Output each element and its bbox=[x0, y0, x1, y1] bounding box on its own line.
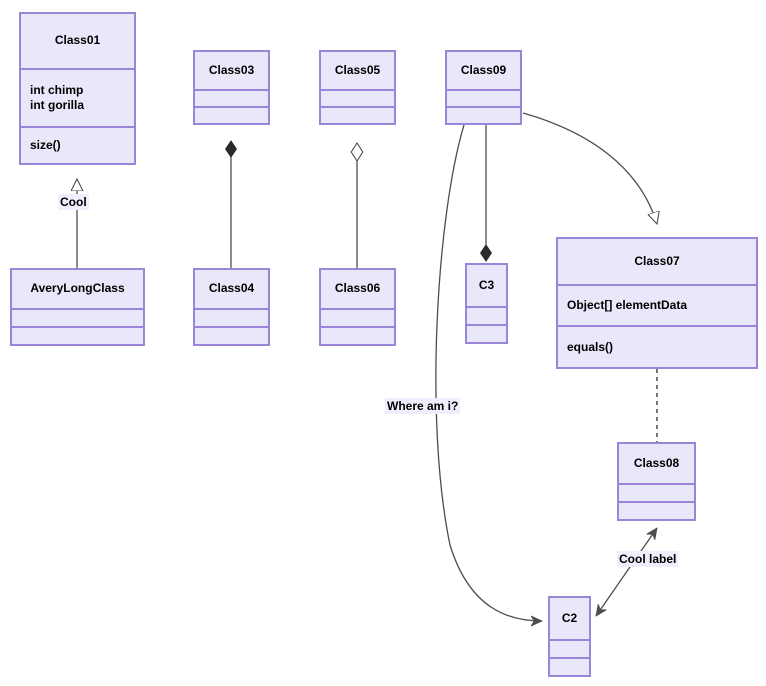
class-name-compartment: Class04 bbox=[195, 270, 268, 308]
class-attributes-compartment bbox=[447, 88, 520, 106]
class-box-averylongclass[interactable]: AveryLongClass bbox=[10, 268, 145, 346]
class-methods-compartment bbox=[619, 500, 694, 519]
association-line bbox=[435, 124, 542, 621]
class-name-compartment: Class06 bbox=[321, 270, 394, 308]
class-name: Class04 bbox=[208, 281, 255, 296]
class-methods-compartment bbox=[195, 325, 268, 344]
class-methods-compartment bbox=[12, 325, 143, 344]
class-name-compartment: Class05 bbox=[321, 52, 394, 89]
class-name: Class06 bbox=[334, 281, 381, 296]
class-attributes-compartment bbox=[12, 307, 143, 326]
class-name: Class05 bbox=[334, 62, 381, 77]
class-attributes-compartment bbox=[467, 305, 506, 324]
edge-label-cool-label[interactable]: Cool label bbox=[617, 551, 679, 567]
class-methods: size() bbox=[30, 137, 61, 152]
generalization-line bbox=[522, 112, 657, 224]
class-methods-compartment bbox=[550, 656, 589, 675]
class-name: AveryLongClass bbox=[30, 281, 125, 296]
class-name: C2 bbox=[561, 610, 578, 625]
class-attributes-compartment bbox=[195, 88, 268, 106]
class-name-compartment: Class07 bbox=[558, 239, 756, 284]
class-methods-compartment: size() bbox=[21, 125, 134, 163]
class-name: Class09 bbox=[460, 62, 507, 77]
class-name-compartment: C3 bbox=[467, 265, 506, 306]
class-box-class05[interactable]: Class05 bbox=[319, 50, 396, 125]
edge-label-cool[interactable]: Cool bbox=[58, 194, 89, 210]
class-box-class01[interactable]: Class01 int chimp int gorilla size() bbox=[19, 12, 136, 165]
class-name: Class01 bbox=[54, 33, 101, 48]
class-box-class06[interactable]: Class06 bbox=[319, 268, 396, 346]
class-name-compartment: Class09 bbox=[447, 52, 520, 89]
class-methods-compartment bbox=[195, 105, 268, 123]
edge-class09-to-c2[interactable] bbox=[435, 124, 542, 621]
class-name-compartment: Class03 bbox=[195, 52, 268, 89]
class-name: Class07 bbox=[634, 253, 680, 268]
class-name-compartment: Class08 bbox=[619, 444, 694, 483]
class-attributes-compartment bbox=[550, 638, 589, 657]
class-box-class04[interactable]: Class04 bbox=[193, 268, 270, 346]
class-methods-compartment bbox=[467, 323, 506, 342]
edge-c2-to-class08[interactable] bbox=[595, 528, 658, 616]
class-attributes-compartment bbox=[195, 307, 268, 326]
edge-class09-to-class07[interactable] bbox=[522, 112, 657, 224]
class-name-compartment: C2 bbox=[550, 598, 589, 639]
class-methods-compartment bbox=[447, 105, 520, 123]
class-name: Class08 bbox=[633, 455, 680, 470]
bidirectional-line bbox=[595, 528, 658, 616]
class-box-c2[interactable]: C2 bbox=[548, 596, 591, 677]
class-name: C3 bbox=[478, 277, 495, 292]
class-methods-compartment bbox=[321, 105, 394, 123]
class-box-class07[interactable]: Class07 Object[] elementData equals() bbox=[556, 237, 758, 369]
class-methods: equals() bbox=[567, 339, 614, 354]
class-box-class09[interactable]: Class09 bbox=[445, 50, 522, 125]
class-name: Class03 bbox=[208, 62, 255, 77]
class-attributes: Object[] elementData bbox=[567, 297, 688, 312]
class-attributes: int chimp int gorilla bbox=[30, 82, 84, 112]
class-methods-compartment bbox=[321, 325, 394, 344]
class-name-compartment: AveryLongClass bbox=[12, 270, 143, 308]
class-attributes-compartment: int chimp int gorilla bbox=[21, 67, 134, 126]
class-attributes-compartment bbox=[321, 307, 394, 326]
class-attributes-compartment: Object[] elementData bbox=[558, 283, 756, 326]
class-attributes-compartment bbox=[321, 88, 394, 106]
class-attributes-compartment bbox=[619, 482, 694, 501]
class-name-compartment: Class01 bbox=[21, 14, 134, 68]
class-methods-compartment: equals() bbox=[558, 325, 756, 367]
class-box-c3[interactable]: C3 bbox=[465, 263, 508, 344]
edge-label-where-am-i[interactable]: Where am i? bbox=[385, 398, 461, 414]
class-box-class03[interactable]: Class03 bbox=[193, 50, 270, 125]
class-box-class08[interactable]: Class08 bbox=[617, 442, 696, 521]
